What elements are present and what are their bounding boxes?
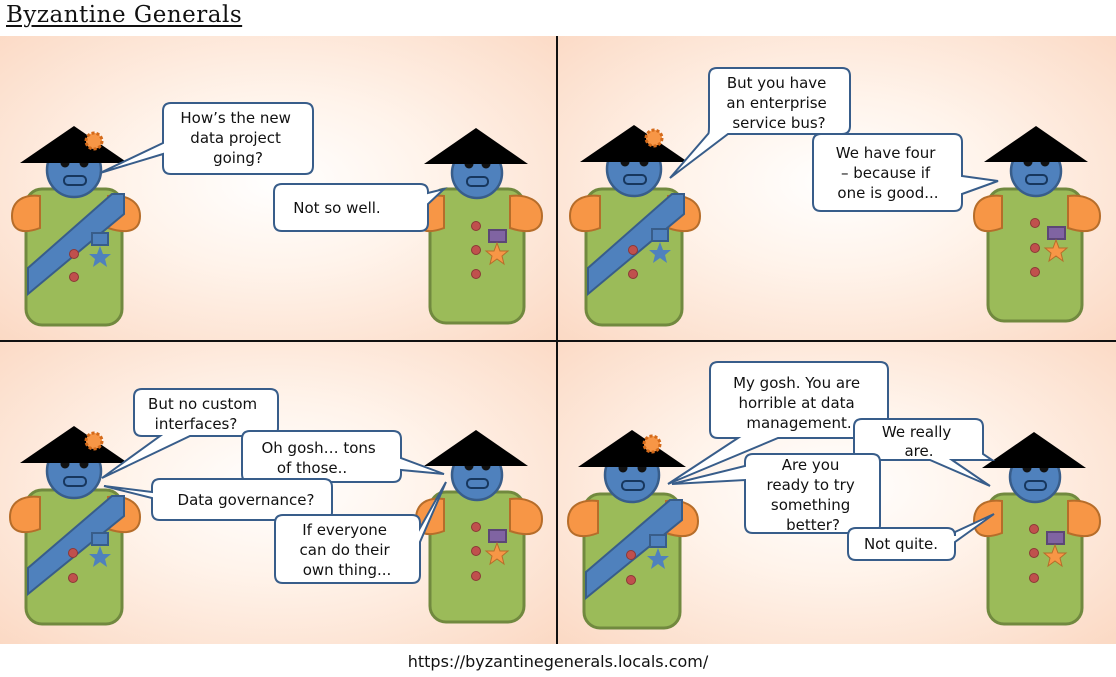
bubble-text: Oh gosh… tons of those.. (261, 439, 380, 477)
general-left (566, 430, 700, 630)
general-right (414, 430, 544, 624)
bubble-text: How’s the new data project going? (180, 109, 295, 167)
panel-1-art: How’s the new data project going? Not so… (10, 102, 544, 327)
footer-url[interactable]: https://byzantinegenerals.locals.com/ (407, 652, 709, 671)
panel-2-art: But you have an enterprise service bus? … (568, 67, 1102, 327)
general-left (10, 126, 142, 327)
bubble-text: But you have an enterprise service bus? (726, 74, 831, 132)
panel-divider-horizontal (0, 340, 1116, 342)
panel-1: How’s the new data project going? Not so… (0, 36, 556, 340)
bubble-text: Not quite. (864, 535, 938, 553)
panel-3-art: But no custom interfaces? Oh gosh… tons … (8, 388, 544, 626)
general-right (414, 128, 544, 325)
general-right (972, 432, 1102, 626)
speech-bubble: Are you ready to try something better? (671, 453, 881, 534)
speech-bubble: But no custom interfaces? (101, 388, 279, 479)
speech-bubble: How’s the new data project going? (99, 102, 314, 175)
bubble-text: Are you ready to try something better? (767, 456, 860, 534)
bubble-text: We really are. (882, 423, 956, 460)
speech-bubble: We have four – because if one is good... (812, 133, 999, 212)
speech-bubble: But you have an enterprise service bus? (669, 67, 851, 179)
bubble-text: Not so well. (293, 199, 380, 217)
panel-2: But you have an enterprise service bus? … (558, 36, 1116, 340)
panel-4-art: My gosh. You are horrible at data manage… (566, 361, 1102, 630)
general-left (568, 125, 702, 327)
speech-bubble: Not so well. (273, 183, 448, 232)
speech-bubble: If everyone can do their own thing... (274, 481, 447, 584)
bubble-text: We have four – because if one is good... (836, 144, 940, 202)
bubble-text: My gosh. You are horrible at data manage… (733, 374, 865, 432)
speech-bubble: Data governance? (103, 478, 333, 521)
speech-bubble: Not quite. (847, 513, 995, 561)
comic-title: Byzantine Generals (6, 2, 243, 28)
general-right (972, 126, 1102, 323)
speech-bubble: Oh gosh… tons of those.. (241, 430, 445, 483)
panel-3: But no custom interfaces? Oh gosh… tons … (0, 342, 556, 644)
bubble-text: If everyone can do their own thing... (300, 521, 395, 579)
panel-4: My gosh. You are horrible at data manage… (558, 342, 1116, 644)
general-left (8, 426, 142, 626)
bubble-text: Data governance? (178, 491, 315, 509)
bubble-text: But no custom interfaces? (148, 395, 262, 433)
speech-bubble: My gosh. You are horrible at data manage… (667, 361, 889, 485)
